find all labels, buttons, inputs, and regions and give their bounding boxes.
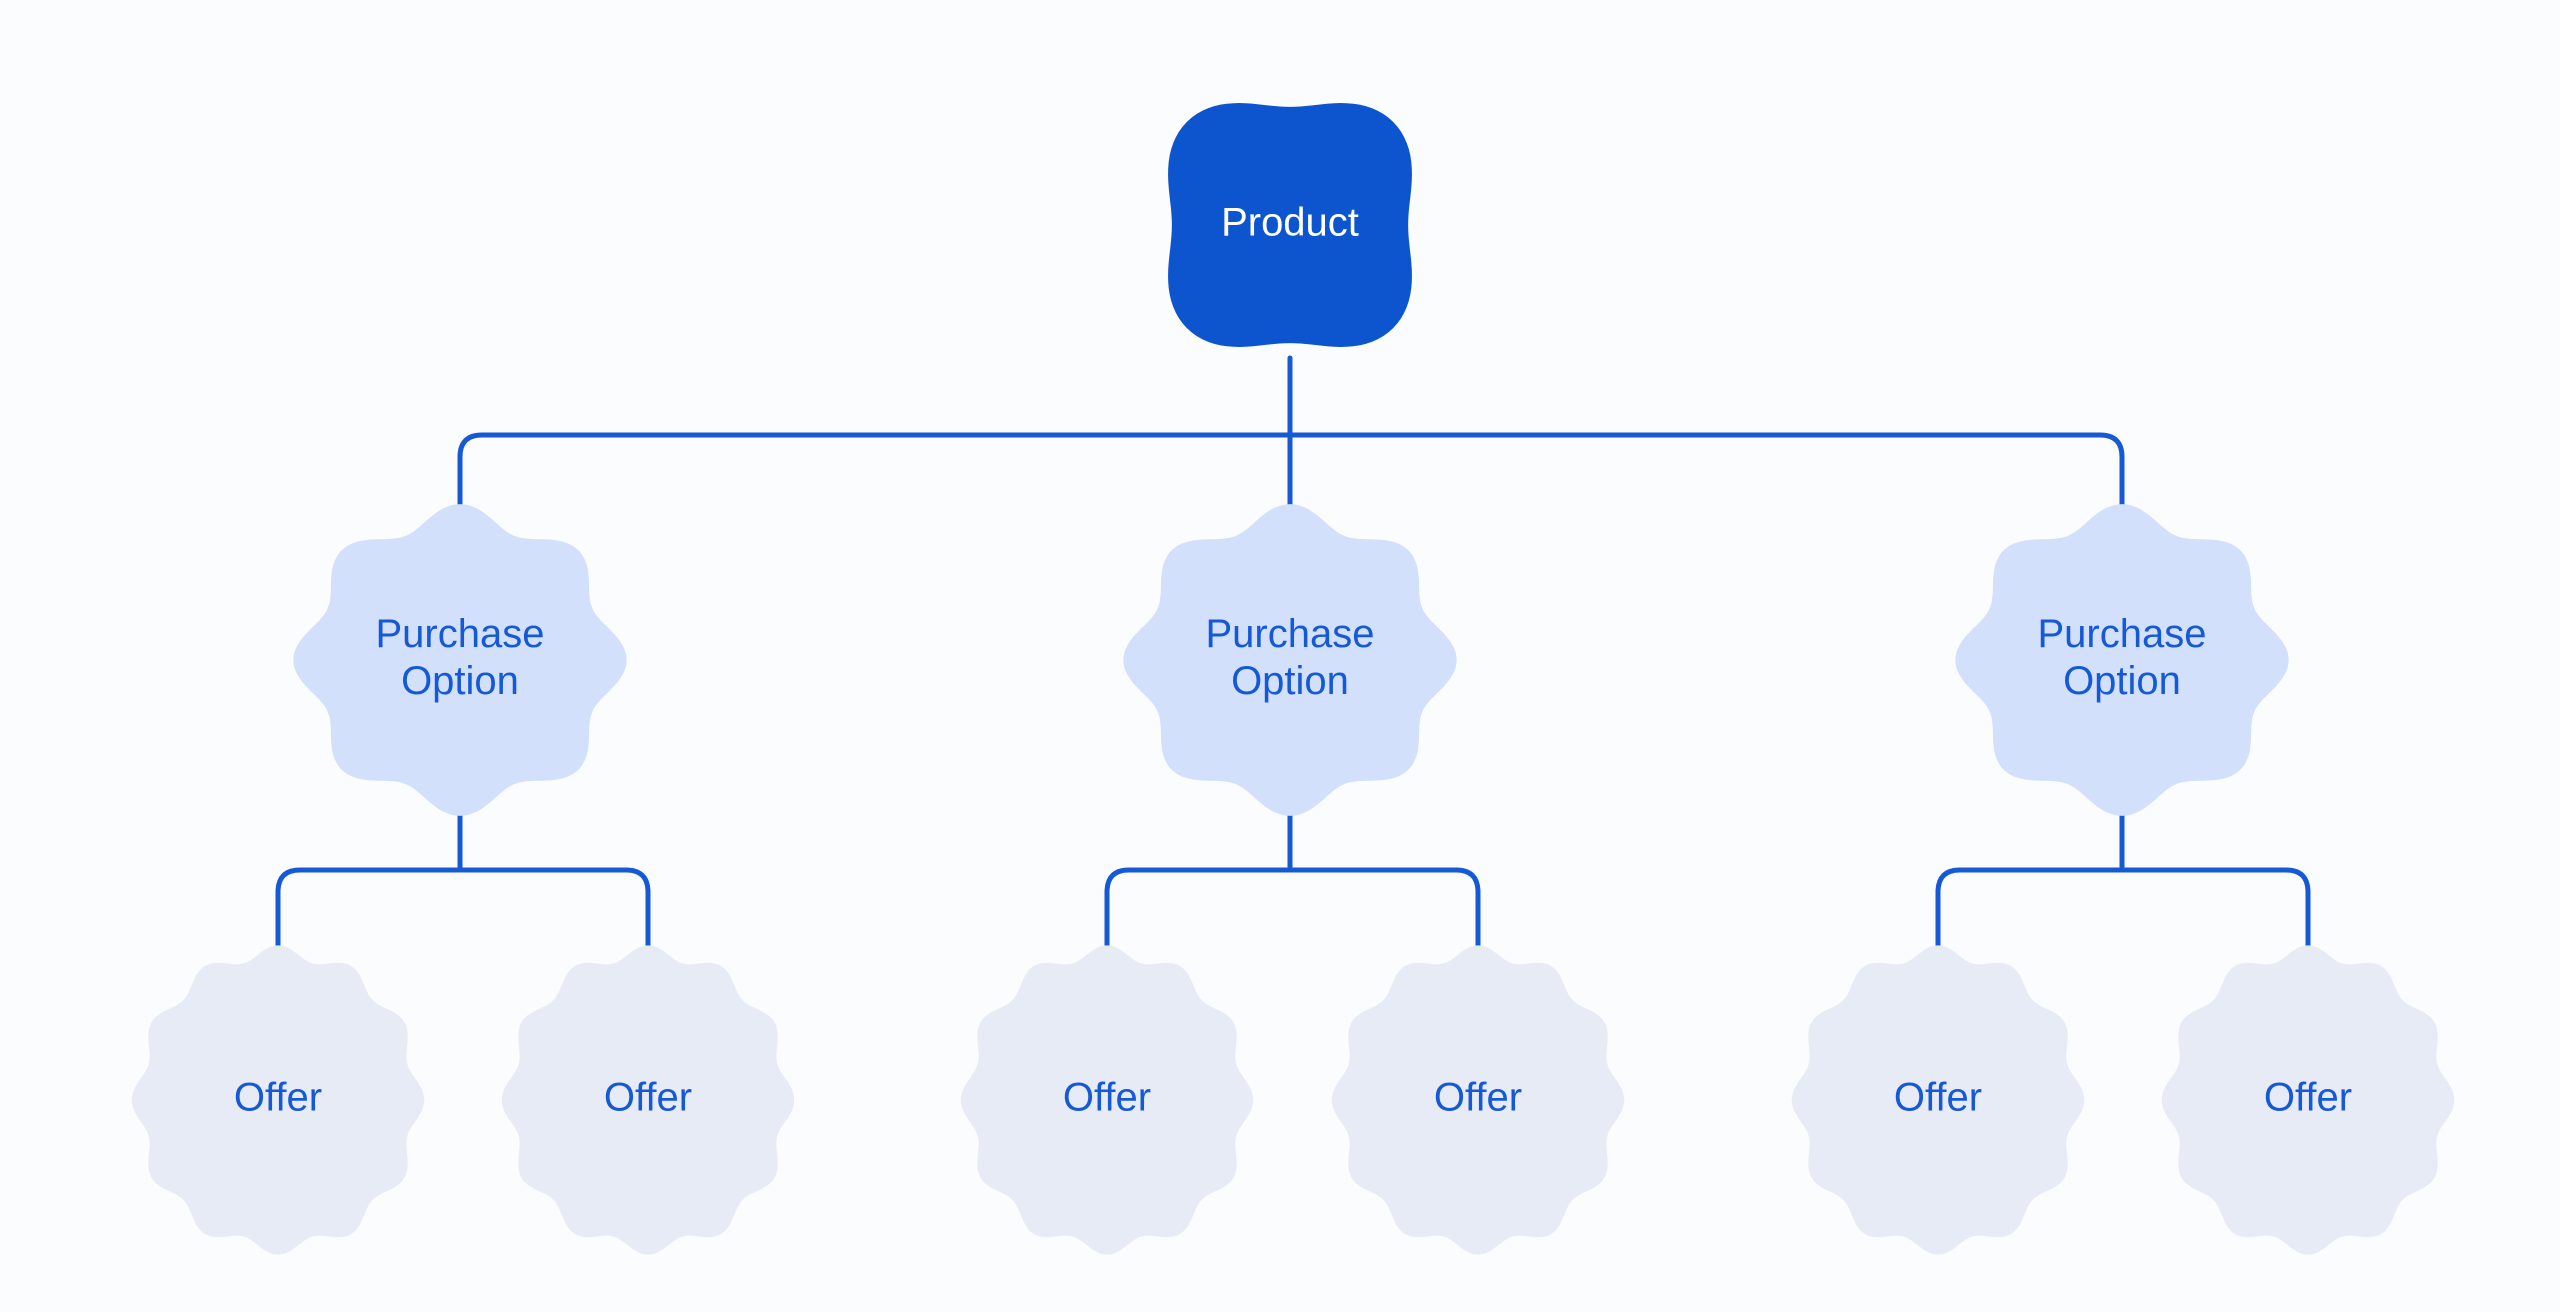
node-purchase-option-2-label: Option bbox=[1231, 659, 1349, 703]
connector-option1-bus bbox=[275, 867, 651, 968]
connector-option2-bus bbox=[1104, 867, 1481, 968]
node-product-shape bbox=[1168, 103, 1412, 347]
node-offer-3[interactable]: Offer bbox=[960, 945, 1254, 1255]
node-purchase-option-1-label: Option bbox=[401, 659, 519, 703]
node-offer-3-shape bbox=[960, 945, 1254, 1255]
node-offer-6[interactable]: Offer bbox=[2161, 945, 2455, 1255]
node-purchase-option-3-shape bbox=[1955, 504, 2289, 816]
node-product[interactable]: Product bbox=[1168, 103, 1412, 347]
nodes-layer: ProductPurchaseOptionPurchaseOptionPurch… bbox=[131, 103, 2455, 1255]
node-purchase-option-2-shape bbox=[1123, 504, 1457, 816]
node-offer-4-label: Offer bbox=[1434, 1076, 1522, 1120]
node-offer-5-shape bbox=[1791, 945, 2085, 1255]
node-offer-5-label: Offer bbox=[1894, 1076, 1982, 1120]
node-offer-6-label: Offer bbox=[2264, 1076, 2352, 1120]
node-product-label: Product bbox=[1221, 201, 1359, 245]
node-offer-4[interactable]: Offer bbox=[1331, 945, 1625, 1255]
node-offer-2-label: Offer bbox=[604, 1076, 692, 1120]
node-offer-4-shape bbox=[1331, 945, 1625, 1255]
node-offer-3-label: Offer bbox=[1063, 1076, 1151, 1120]
node-offer-1-shape bbox=[131, 945, 425, 1255]
connector-option3-bus bbox=[1935, 867, 2311, 968]
node-purchase-option-2-label: Purchase bbox=[1206, 612, 1375, 656]
node-offer-5[interactable]: Offer bbox=[1791, 945, 2085, 1255]
node-purchase-option-3-label: Option bbox=[2063, 659, 2181, 703]
node-purchase-option-3-label: Purchase bbox=[2038, 612, 2207, 656]
node-offer-2-shape bbox=[501, 945, 795, 1255]
node-offer-1-label: Offer bbox=[234, 1076, 322, 1120]
node-offer-1[interactable]: Offer bbox=[131, 945, 425, 1255]
node-offer-2[interactable]: Offer bbox=[501, 945, 795, 1255]
node-offer-6-shape bbox=[2161, 945, 2455, 1255]
node-purchase-option-1-shape bbox=[293, 504, 627, 816]
node-purchase-option-1-label: Purchase bbox=[376, 612, 545, 656]
